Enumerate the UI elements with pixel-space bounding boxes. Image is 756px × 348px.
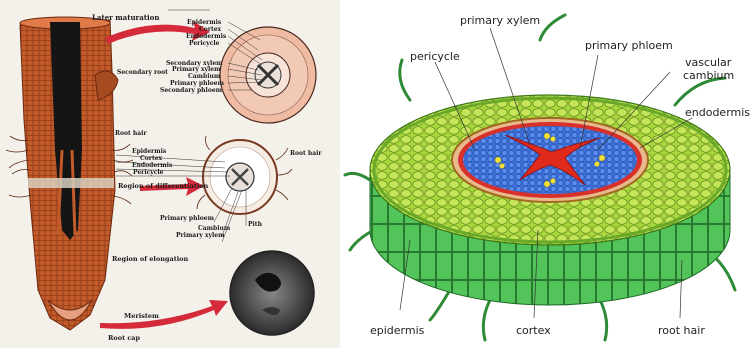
- label-cortex-mid: Cortex: [140, 155, 163, 162]
- root-anatomy-illustration: Later maturation Epidermis Cortex Endode…: [0, 0, 340, 348]
- label-region-of-differentiation: Region of differentiation: [118, 182, 209, 190]
- label-pith: Pith: [248, 221, 263, 228]
- label-pericycle: pericycle: [410, 50, 460, 63]
- label-root-hair-right: Root hair: [290, 150, 322, 157]
- label-root-hair: root hair: [658, 324, 705, 337]
- label-primary-xylem-mid: Primary xylem: [176, 232, 225, 239]
- label-secondary-phloem: Secondary phloem: [160, 87, 223, 94]
- meristem-micrograph: [230, 251, 314, 335]
- label-cortex: cortex: [516, 324, 551, 337]
- root-cross-section-3d: primary xylem primary phloem pericycle v…: [340, 0, 756, 348]
- label-later-maturation: Later maturation: [92, 13, 159, 22]
- label-endodermis: endodermis: [685, 106, 750, 119]
- label-cortex-top: Cortex: [199, 26, 222, 33]
- label-root-cap: Root cap: [108, 334, 141, 342]
- label-primary-phloem-mid: Primary phloem: [160, 215, 215, 222]
- label-epidermis-mid: Epidermis: [132, 148, 167, 155]
- label-primary-xylem-top: Primary xylem: [172, 66, 221, 73]
- label-cambium-top: Cambium: [188, 73, 221, 80]
- label-cambium: cambium: [683, 69, 734, 82]
- cross-section-3d-svg: primary xylem primary phloem pericycle v…: [340, 0, 756, 348]
- differentiation-band: [28, 178, 114, 188]
- label-primary-phloem: primary phloem: [585, 39, 673, 52]
- label-cambium-mid: Cambium: [198, 225, 231, 232]
- label-root-hair-left: Root hair: [115, 130, 147, 137]
- label-endodermis-mid: Endodermis: [132, 162, 173, 169]
- label-primary-phloem-top: Primary phloem: [170, 80, 225, 87]
- label-primary-xylem: primary xylem: [460, 14, 540, 27]
- label-region-of-elongation: Region of elongation: [112, 255, 189, 263]
- label-secondary-root: Secondary root: [117, 69, 168, 76]
- label-meristem: Meristem: [124, 312, 159, 320]
- root-anatomy-svg: Later maturation Epidermis Cortex Endode…: [0, 0, 340, 348]
- label-epidermis-top: Epidermis: [187, 19, 222, 26]
- label-vascular: vascular: [685, 56, 732, 69]
- label-pericycle-top: Pericycle: [189, 40, 220, 47]
- secondary-root: [95, 71, 118, 100]
- label-pericycle-mid: Pericycle: [133, 169, 164, 176]
- label-epidermis: epidermis: [370, 324, 425, 337]
- label-endodermis-top: Endodermis: [186, 33, 227, 40]
